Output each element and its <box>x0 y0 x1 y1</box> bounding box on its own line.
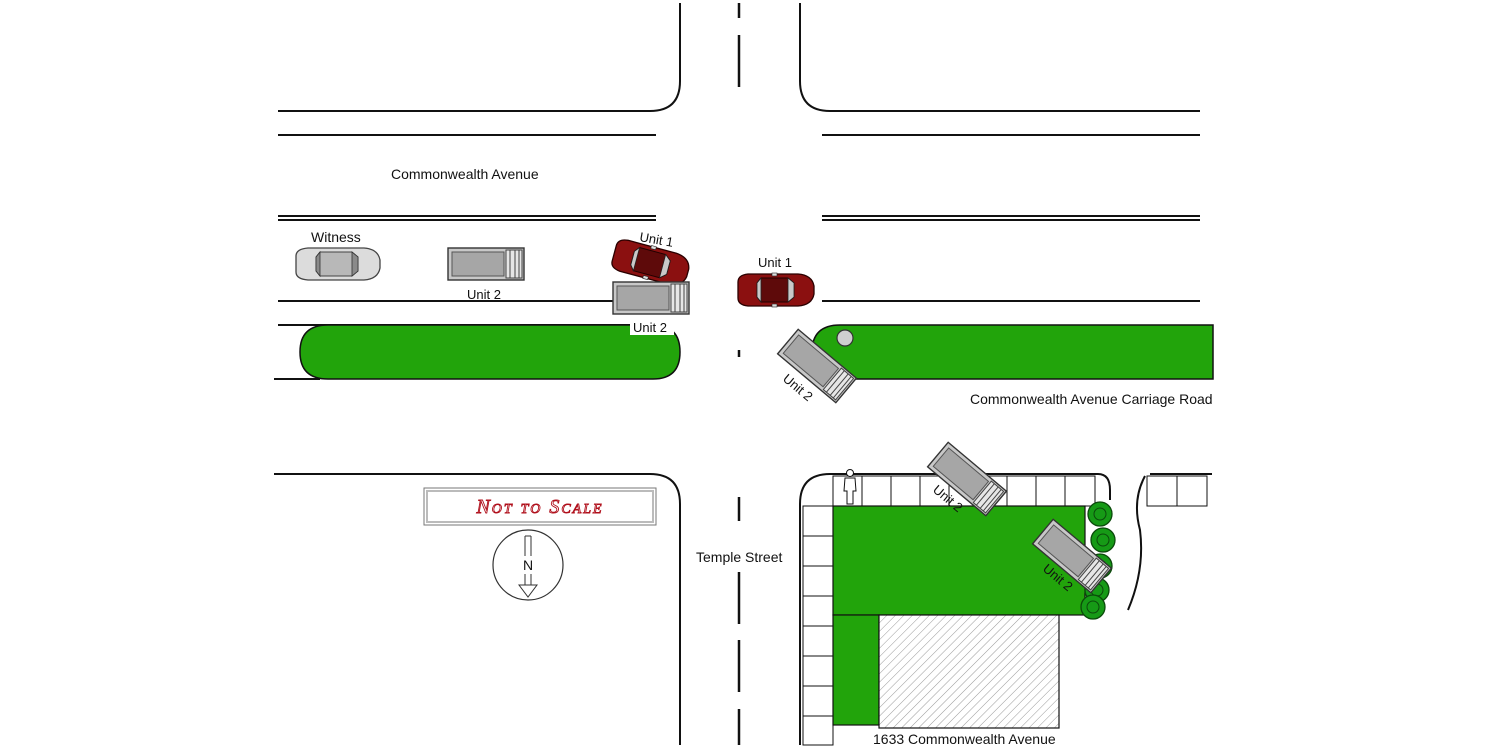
address-label: 1633 Commonwealth Avenue <box>873 731 1056 747</box>
median-right <box>811 324 1214 380</box>
unit2-truck-icon <box>447 247 525 281</box>
unit2-label: Unit 2 <box>633 320 667 335</box>
medians <box>299 324 1214 380</box>
curb-bottom-left <box>274 473 681 745</box>
tree-icon <box>1090 527 1116 553</box>
scale-note-text: Not to Scale <box>475 496 603 518</box>
witness-car-icon <box>295 247 381 281</box>
building <box>878 614 1060 729</box>
curb-top-right <box>799 3 1200 112</box>
unit1-label: Unit 1 <box>758 255 792 270</box>
unit2-label: Unit 2 <box>467 287 501 302</box>
street-label-carriage: Commonwealth Avenue Carriage Road <box>970 391 1213 407</box>
north-label: N <box>523 557 533 573</box>
tree-icon <box>1087 501 1113 527</box>
unit2-label-bg <box>630 318 674 335</box>
unit2-truck-icon <box>612 281 690 315</box>
lawn-lower <box>832 614 880 726</box>
north-arrow-icon: N <box>492 529 564 601</box>
tree-icon <box>1080 594 1106 620</box>
median-pole <box>836 329 854 347</box>
unit1-label: Unit 1 <box>638 229 674 250</box>
witness-label: Witness <box>311 229 361 245</box>
curb-top-left <box>278 3 681 112</box>
unit1-car-icon <box>737 272 815 308</box>
median-left <box>299 324 681 380</box>
driveway-curve <box>1127 475 1146 611</box>
lawn-upper <box>832 505 1086 616</box>
pedestrian-icon <box>843 469 857 505</box>
street-label-main: Commonwealth Avenue <box>391 166 539 182</box>
scale-note: Not to Scale <box>423 487 657 526</box>
street-label-cross: Temple Street <box>696 549 782 565</box>
